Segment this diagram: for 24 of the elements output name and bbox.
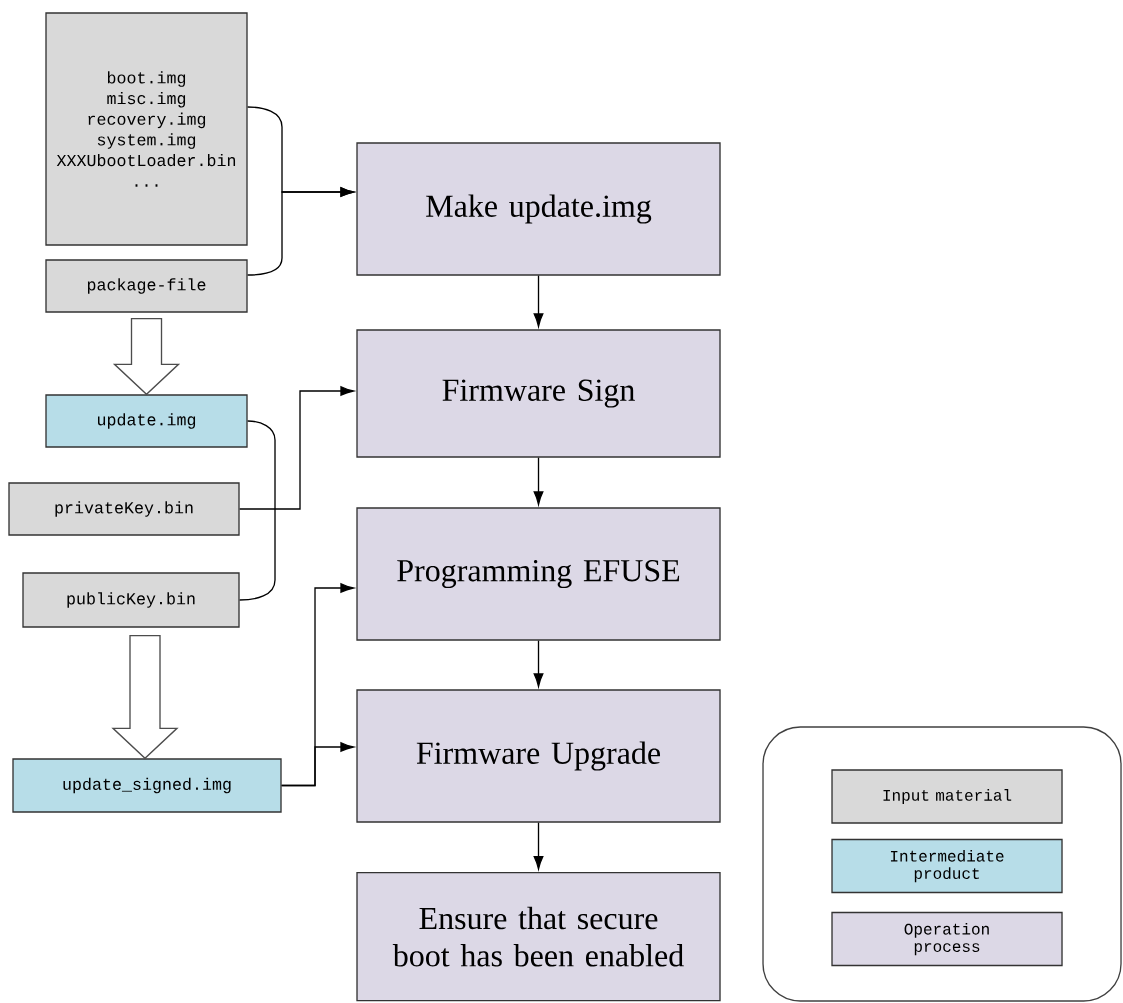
- file-box: package-file: [45, 259, 248, 313]
- file-box: boot.img misc.img recovery.img system.img XXXUbootLoader.bin ...: [45, 12, 248, 246]
- arrow: [533, 275, 544, 327]
- legend-item: Intermediate product: [831, 838, 1063, 894]
- block-arrow: [112, 318, 181, 396]
- process-box: Programming EFUSE: [356, 507, 721, 641]
- arrow: [533, 640, 544, 687]
- arrow: [533, 457, 544, 505]
- legend-item: Input material: [831, 769, 1063, 824]
- bracket-line: [239, 420, 276, 601]
- block-arrow: [111, 635, 179, 760]
- arrow: [281, 742, 354, 787]
- file-box: update.img: [45, 394, 248, 448]
- arrow: [247, 187, 354, 276]
- process-box: Firmware Upgrade: [356, 689, 721, 823]
- process-box: Firmware Sign: [356, 329, 721, 458]
- file-box: update_signed.img: [12, 758, 282, 813]
- arrow: [533, 822, 544, 870]
- process-box: Ensure that secure boot has been enabled: [356, 872, 721, 1002]
- process-box: Make update.img: [356, 142, 721, 276]
- file-box: publicKey.bin: [22, 572, 240, 628]
- file-box: privateKey.bin: [8, 482, 240, 536]
- legend-item: Operation process: [831, 911, 1063, 967]
- arrow: [239, 386, 354, 510]
